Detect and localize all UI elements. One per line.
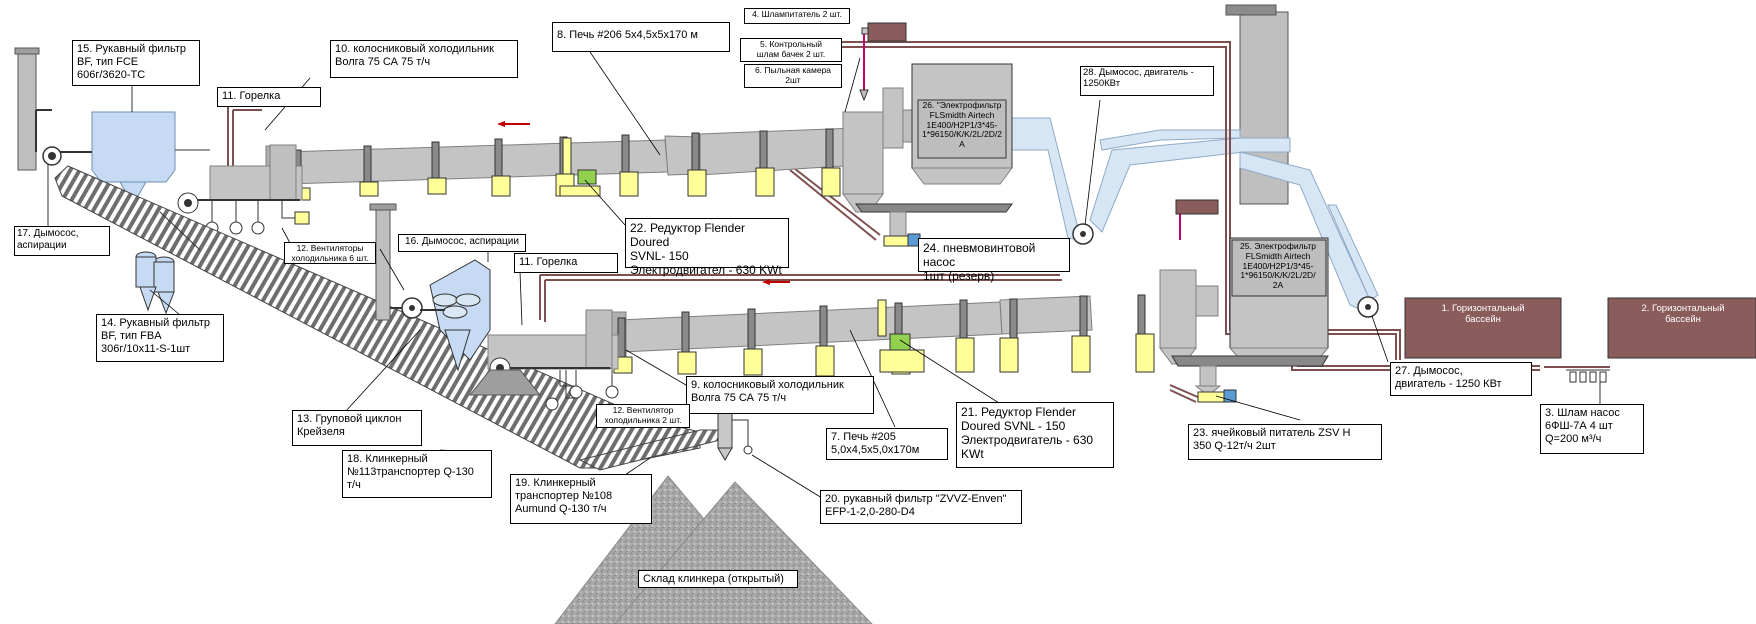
label-line: BF, тип FBA xyxy=(101,330,219,343)
label-line: 6ФШ-7А 4 шт xyxy=(1545,420,1639,433)
pump-24 xyxy=(884,234,920,246)
label-conveyor-19: 19. Клинкерный транспортер №108 Aumund Q… xyxy=(510,474,652,524)
kiln-206 xyxy=(266,121,858,200)
label-bag-filter-20: 20. рукавный фильтр "ZVVZ-Enven" EFP-1-2… xyxy=(820,490,1022,524)
label-line: Волга 75 СА 75 т/ч xyxy=(335,56,513,69)
label-line: Электродвигатель - 630 xyxy=(961,433,1109,447)
label-line: транспортер №108 xyxy=(515,490,647,503)
label-line: Q=200 м³/ч xyxy=(1545,433,1639,446)
label-line: 22. Редуктор Flender Doured xyxy=(630,221,784,249)
label-line: 9. колосниковый холодильник xyxy=(691,379,869,392)
label-line: 15. Рукавный фильтр xyxy=(77,43,195,56)
label-bag-filter-14: 14. Рукавный фильтр BF, тип FBA 306г/10х… xyxy=(96,314,224,362)
label-line: Склад клинкера (открытый) xyxy=(643,573,793,586)
label-line: Doured SVNL - 150 xyxy=(961,419,1109,433)
label-fan-28: 28. Дымосос, двигатель - 1250КВт xyxy=(1080,66,1214,96)
cooler-10 xyxy=(178,145,309,234)
kiln-205 xyxy=(606,279,1154,376)
label-kiln-206: 8. Печь #206 5х4,5х5х170 м xyxy=(552,22,730,52)
label-line: 306г/10х11-S-1шт xyxy=(101,343,219,356)
label-line: Волга 75 СА 75 т/ч xyxy=(691,392,869,405)
bag-filter-20 xyxy=(718,410,752,460)
label-line: 17. Дымосос, xyxy=(17,228,107,240)
label-cooler-fans-12-upper: 12. Вентиляторы холодильника 6 шт. xyxy=(284,242,376,264)
label-line: 350 Q-12т/ч 2шт xyxy=(1193,440,1377,453)
label-line: 14. Рукавный фильтр xyxy=(101,317,219,330)
label-line: холодильника 6 шт. xyxy=(287,254,373,264)
label-reducer-22: 22. Редуктор Flender Doured SVNL- 150 Эл… xyxy=(625,218,789,268)
label-line: двигатель - 1250 КВт xyxy=(1395,378,1527,391)
label-line: аспирации xyxy=(17,240,107,252)
label-pond-1: 1. Горизонтальный бассейн xyxy=(1412,304,1554,326)
label-line: 11. Горелка xyxy=(222,90,316,103)
label-line: шлам бачек 2 шт. xyxy=(743,50,839,60)
label-burner-11-lower: 11. Горелка xyxy=(514,253,618,273)
label-cyclone-13: 13. Груповой циклон Крейзеля xyxy=(292,410,422,446)
label-electrofilter-25: 25. Электрофильтр FLSmidth Airtech 1E400… xyxy=(1230,242,1326,291)
fan-27 xyxy=(1358,297,1378,317)
label-line: 13. Груповой циклон xyxy=(297,413,417,426)
label-line: 11. Горелка xyxy=(519,256,613,269)
label-conveyor-18: 18. Клинкерный №113транспортер Q-130 т/ч xyxy=(342,450,492,498)
label-pond-2: 2. Горизонтальный бассейн xyxy=(1612,304,1754,326)
label-electrofilter-26: 26. "Электрофильтр FLSmidth Airtech 1E40… xyxy=(914,101,1010,150)
label-line: A xyxy=(914,140,1010,150)
label-line: 23. ячейковый питатель ZSV H xyxy=(1193,427,1377,440)
label-line: 3. Шлам насос xyxy=(1545,407,1639,420)
label-cooler-10: 10. колосниковый холодильник Волга 75 СА… xyxy=(330,40,518,78)
label-line: 1шт (резерв) xyxy=(923,269,1065,283)
fan-28 xyxy=(1073,224,1093,244)
label-fan-17: 17. Дымосос, аспирации xyxy=(14,226,110,256)
dust-chamber-6-upper xyxy=(843,88,915,212)
label-line: бассейн xyxy=(1412,315,1554,326)
label-control-tank-5: 5. Контрольный шлам бачек 2 шт. xyxy=(740,38,842,62)
label-line: 5,0х4,5х5,0х170м xyxy=(831,444,943,457)
slurry-pumps-3 xyxy=(1566,370,1610,382)
label-line: 24. пневмовинтовой насос xyxy=(923,241,1065,269)
label-line: Электродвигател - 630 KWt xyxy=(630,263,784,277)
label-line: BF, тип FCE xyxy=(77,56,195,69)
label-line: №113транспортер Q-130 xyxy=(347,466,487,479)
label-cooler-9: 9. колосниковый холодильник Волга 75 СА … xyxy=(686,376,874,414)
label-feeder-23: 23. ячейковый питатель ZSV H 350 Q-12т/ч… xyxy=(1188,424,1382,460)
label-line: 16. Дымосос, аспирации xyxy=(401,236,523,248)
label-reducer-21: 21. Редуктор Flender Doured SVNL - 150 Э… xyxy=(956,402,1114,468)
label-slurry-feeder-4: 4. Шлампитатель 2 шт. xyxy=(744,8,850,24)
label-line: 7. Печь #205 xyxy=(831,431,943,444)
label-clinker-store: Склад клинкера (открытый) xyxy=(638,570,798,588)
label-line: 2шт xyxy=(747,76,839,86)
chimney-aspiration-16 xyxy=(370,204,422,320)
label-line: 4. Шлампитатель 2 шт. xyxy=(747,10,847,20)
label-line: 18. Клинкерный xyxy=(347,453,487,466)
label-line: Крейзеля xyxy=(297,426,417,439)
label-line: KWt xyxy=(961,447,1109,461)
label-line: 27. Дымосос, xyxy=(1395,365,1527,378)
label-line: 21. Редуктор Flender xyxy=(961,405,1109,419)
label-line: т/ч xyxy=(347,479,487,492)
label-line: EFP-1-2,0-280-D4 xyxy=(825,506,1017,519)
label-line: 2A xyxy=(1230,281,1326,291)
label-line: 1250КВт xyxy=(1083,79,1211,90)
label-line: 8. Печь #206 5х4,5х5х170 м xyxy=(557,29,725,42)
label-cooler-fan-12-lower: 12. Вентилятор холодильника 2 шт. xyxy=(596,404,690,428)
label-bag-filter-15: 15. Рукавный фильтр BF, тип FCE 606г/362… xyxy=(72,40,200,86)
label-line: SVNL- 150 xyxy=(630,249,784,263)
label-slurry-pump-3: 3. Шлам насос 6ФШ-7А 4 шт Q=200 м³/ч xyxy=(1540,404,1644,454)
label-line: Aumund Q-130 т/ч xyxy=(515,503,647,516)
label-line: 10. колосниковый холодильник xyxy=(335,43,513,56)
label-dust-chamber-6: 6. Пыльная камера 2шт xyxy=(744,64,842,88)
label-fan-16: 16. Дымосос, аспирации xyxy=(398,234,526,252)
label-pump-24: 24. пневмовинтовой насос 1шт (резерв) xyxy=(918,238,1070,272)
label-line: 606г/3620-ТС xyxy=(77,69,195,82)
label-burner-11-upper: 11. Горелка xyxy=(217,87,321,107)
label-line: холодильника 2 шт. xyxy=(599,416,687,426)
label-kiln-205: 7. Печь #205 5,0х4,5х5,0х170м xyxy=(826,428,948,460)
label-line: 20. рукавный фильтр "ZVVZ-Enven" xyxy=(825,493,1017,506)
label-fan-27: 27. Дымосос, двигатель - 1250 КВт xyxy=(1390,362,1532,396)
label-line: бассейн xyxy=(1612,315,1754,326)
label-line: 19. Клинкерный xyxy=(515,477,647,490)
